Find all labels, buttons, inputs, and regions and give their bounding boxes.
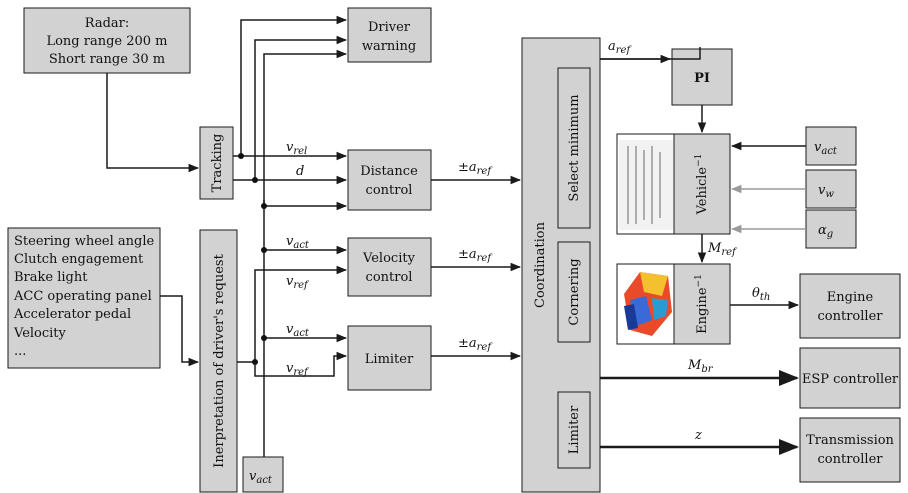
radar-to-tracking-arrow [107,73,198,168]
distance-control-line1: Distance [360,164,418,179]
limiter-left-label: Limiter [365,352,414,367]
vehicle-model-group: Vehicle−1 [617,134,730,234]
junction-vact-limiter [261,335,267,341]
label-v-ref-limiter: vref [286,361,310,378]
inputs-to-interpretation-arrow [160,296,198,362]
label-a-ref-distance: ±aref [458,160,493,177]
vehicle-model-formula-image [619,140,673,230]
input-clutch-engagement: Clutch engagement [14,252,144,267]
velocity-control-line1: Velocity [362,251,416,266]
select-minimum-label: Select minimum [567,94,582,201]
pi-label: PI [694,71,710,86]
input-ellipsis: ... [14,344,26,359]
driver-warning-block: Driver warning [348,8,431,62]
pi-block: PI [672,49,732,105]
limiter-left-block: Limiter [348,326,431,390]
label-a-ref: aref [608,39,632,56]
engine-model-group: Engine−1 [617,264,730,344]
interpretation-label: Inerpretation of driver's request [212,253,227,467]
radar-block: Radar: Long range 200 m Short range 30 m [24,8,190,73]
esp-controller-block: ESP controller [800,348,900,408]
label-v-act-limiter: vact [286,322,310,339]
radar-long-range: Long range 200 m [46,34,167,49]
v-act-right-block: vact [806,127,856,165]
engine-controller-block: Engine controller [800,274,900,338]
limiter-right-block: Limiter [558,392,590,468]
cornering-label: Cornering [567,258,582,325]
tracking-label: Tracking [210,134,225,193]
input-velocity: Velocity [13,326,67,341]
label-d: d [296,164,304,179]
vact-to-warning-line [264,54,346,206]
label-z: z [694,428,702,443]
label-m-br: Mbr [687,358,714,375]
junction-vact-velocity [261,247,267,253]
input-accelerator-pedal: Accelerator pedal [13,307,131,322]
coordination-label: Coordination [533,221,548,308]
velocity-control-block: Velocity control [348,238,431,296]
distance-control-block: Distance control [348,150,431,210]
input-acc-operating-panel: ACC operating panel [13,289,152,304]
input-steering-wheel-angle: Steering wheel angle [14,234,154,249]
driver-warning-line2: warning [362,39,416,54]
velocity-control-line2: control [366,270,413,285]
driver-inputs-block: Steering wheel angle Clutch engagement B… [8,228,160,368]
esp-controller-label: ESP controller [802,372,899,387]
radar-short-range: Short range 30 m [49,52,165,67]
radar-title: Radar: [85,16,130,31]
alpha-g-block: αg [806,210,856,248]
junction-vrel [238,153,244,159]
junction-vact-distance [261,203,267,209]
tracking-block: Tracking [200,127,233,199]
label-a-ref-limiter: ±aref [458,336,493,353]
label-m-ref: Mref [707,241,738,258]
transmission-controller-line1: Transmission [806,433,894,448]
input-brake-light: Brake light [14,270,88,285]
engine-controller-line2: controller [818,309,884,324]
tracking-to-warning-line-2 [233,40,346,180]
v-act-input-block: vact [243,457,283,492]
interpretation-block: Inerpretation of driver's request [200,230,237,492]
label-a-ref-velocity: ±aref [458,247,493,264]
transmission-controller-block: Transmission controller [800,418,900,482]
limiter-right-label: Limiter [567,405,582,454]
v-w-block: vw [806,170,856,208]
distance-control-line2: control [366,183,413,198]
label-theta-th: θth [752,286,770,303]
label-v-act-velocity: vact [286,234,310,251]
junction-d [252,177,258,183]
label-v-rel: vrel [286,140,307,157]
driver-warning-line1: Driver [368,20,411,35]
transmission-controller-line2: controller [818,452,884,467]
label-v-ref-velocity: vref [286,274,310,291]
cornering-block: Cornering [558,242,590,342]
select-minimum-block: Select minimum [558,68,590,228]
engine-controller-line1: Engine [827,290,874,305]
